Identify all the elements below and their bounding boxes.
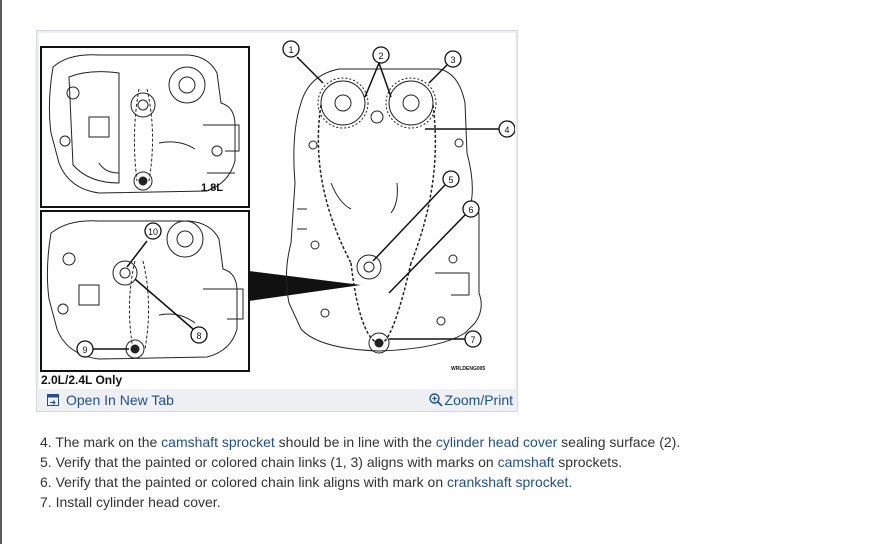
callout-7-circle — [464, 330, 482, 348]
step-text: The mark on the — [55, 434, 158, 450]
callout-6-label: 6 — [468, 205, 473, 215]
callout-2-label: 2 — [378, 51, 383, 61]
zoom-print-label: Zoom/Print — [444, 392, 513, 408]
main-callouts: 1 2 3 4 5 6 7 — [282, 40, 515, 348]
engine-label-2-0l-2-4l: 2.0L/2.4L Only — [41, 373, 122, 387]
zoom-print-link[interactable]: Zoom/Print — [428, 392, 513, 408]
main-engine-drawing — [285, 68, 482, 354]
figure-code: WRLDENG005 — [451, 366, 485, 372]
open-in-new-tab-label: Open In New Tab — [66, 392, 174, 408]
step-text: should be in line with the — [278, 434, 432, 450]
procedure-steps: 4. The mark on the camshaft sprocket sho… — [40, 432, 860, 512]
camshaft-link[interactable]: camshaft — [497, 454, 555, 470]
callout-10-circle — [144, 222, 162, 240]
step-7: 7. Install cylinder head cover. — [40, 492, 860, 512]
callout-3-label: 3 — [450, 55, 455, 65]
callout-10-label: 10 — [148, 227, 158, 237]
callout-9-label: 9 — [82, 345, 87, 355]
callout-3-circle — [444, 50, 462, 68]
callout-1-label: 1 — [288, 45, 293, 55]
inset-1-8l-engine-drawing — [48, 54, 240, 194]
step-text: sprockets. — [558, 454, 623, 470]
callout-4-circle — [498, 120, 515, 138]
camshaft-sprocket-link[interactable]: camshaft sprocket — [161, 434, 275, 450]
crankshaft-sprocket-link[interactable]: crankshaft sprocket. — [447, 474, 573, 490]
step-text: Verify that the painted or colored chain… — [55, 474, 444, 490]
zoom-icon — [428, 393, 443, 407]
inset-box-2-0l-2-4l — [40, 210, 250, 372]
inset-callouts: 10 8 9 — [76, 222, 208, 358]
inset-2-0l-engine-drawing — [46, 220, 244, 360]
step-5: 5. Verify that the painted or colored ch… — [40, 452, 860, 472]
callout-6-circle — [462, 200, 480, 218]
timing-chain-illustration: 1.8L — [40, 40, 515, 387]
step-number: 6. — [40, 474, 52, 490]
callout-9-circle — [76, 340, 94, 358]
step-text: sealing surface (2). — [561, 434, 681, 450]
timing-chain-diagram[interactable]: 1.8L — [39, 33, 515, 389]
pointer-wedge — [249, 271, 361, 301]
callout-5-circle — [442, 170, 460, 188]
step-6: 6. Verify that the painted or colored ch… — [40, 472, 860, 492]
callout-8-circle — [190, 326, 208, 344]
open-in-new-tab-link[interactable]: Open In New Tab — [47, 392, 174, 408]
cylinder-head-cover-link[interactable]: cylinder head cover — [435, 434, 558, 450]
step-number: 5. — [40, 454, 52, 470]
callout-2-circle — [372, 46, 390, 64]
callout-5-label: 5 — [448, 175, 453, 185]
callout-7-label: 7 — [470, 335, 475, 345]
step-number: 4. — [40, 434, 52, 450]
callout-1-circle — [282, 40, 300, 58]
callout-4-label: 4 — [504, 125, 509, 135]
callout-8-label: 8 — [196, 331, 201, 341]
step-4: 4. The mark on the camshaft sprocket sho… — [40, 432, 860, 452]
figure-card: 1.8L — [36, 30, 518, 412]
step-number: 7. — [40, 494, 52, 510]
step-text: Verify that the painted or colored chain… — [55, 454, 494, 470]
engine-label-1-8l: 1.8L — [201, 182, 223, 194]
figure-toolbar: Open In New Tab Zoom/Print — [37, 389, 517, 411]
step-text: Install cylinder head cover. — [55, 494, 221, 510]
open-new-tab-icon — [47, 394, 59, 406]
left-border-rule — [0, 0, 2, 544]
